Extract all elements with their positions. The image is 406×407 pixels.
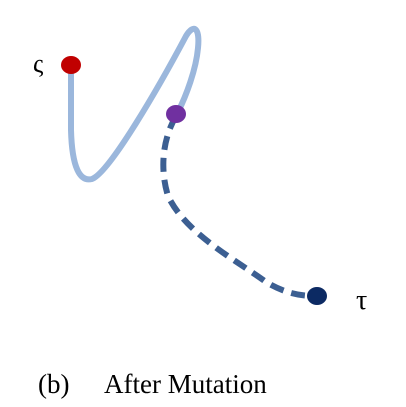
original-path: [68, 25, 202, 183]
start-node: [61, 56, 81, 74]
end-label: τ: [356, 285, 367, 316]
caption-text: After Mutation: [104, 369, 267, 399]
end-node: [307, 287, 327, 305]
mutation-node: [166, 105, 186, 123]
start-label: ς: [33, 49, 44, 78]
mutated-path: [160, 114, 317, 299]
caption-tag: (b): [38, 369, 69, 399]
